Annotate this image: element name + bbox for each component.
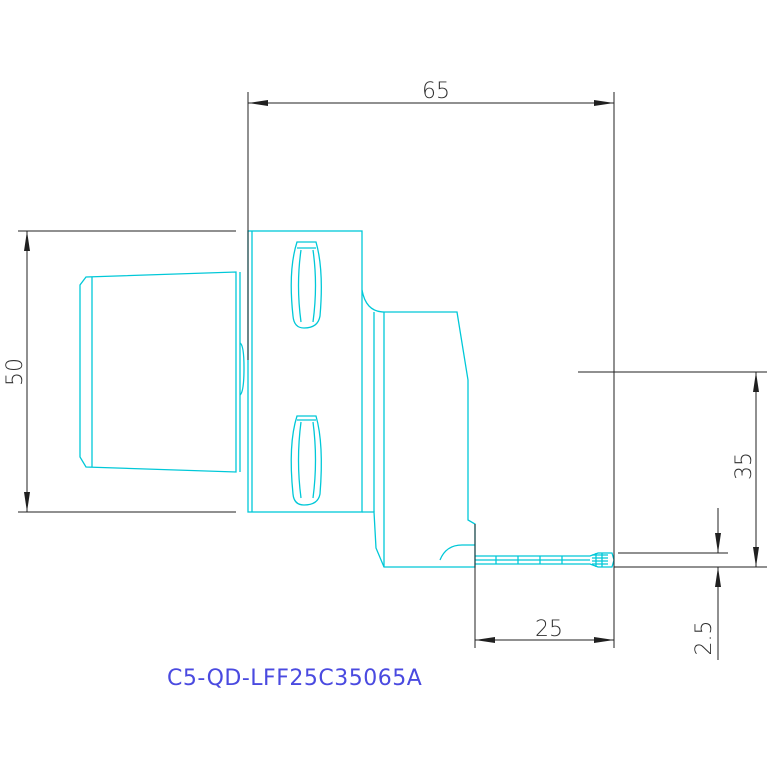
dim-label-35: 35	[732, 452, 757, 480]
flange-block	[247, 230, 363, 513]
tool-outline	[79, 230, 615, 568]
shank-center-lug	[239, 342, 245, 396]
cutting-blade	[475, 552, 615, 568]
dim-label-2-5: 2.5	[692, 621, 717, 656]
dim-label-50: 50	[3, 358, 28, 386]
upper-clamp-slot	[290, 241, 322, 329]
dim-label-25: 25	[535, 617, 563, 642]
dim-label-65: 65	[422, 79, 450, 104]
head-fillet	[439, 544, 475, 561]
dimension-tip-height: 35	[578, 371, 767, 568]
head-body	[361, 289, 476, 568]
dimension-tip-offset: 2.5	[618, 508, 728, 660]
blade-insert-tip	[592, 553, 608, 567]
dimension-shank-height: 50	[3, 230, 236, 513]
dimension-overall-length: 65	[247, 79, 615, 567]
part-number-title: C5-QD-LFF25C35065A	[167, 666, 422, 691]
lower-clamp-slot	[290, 415, 322, 506]
shank-body	[79, 271, 237, 473]
dimension-tip-length: 25	[474, 524, 615, 648]
